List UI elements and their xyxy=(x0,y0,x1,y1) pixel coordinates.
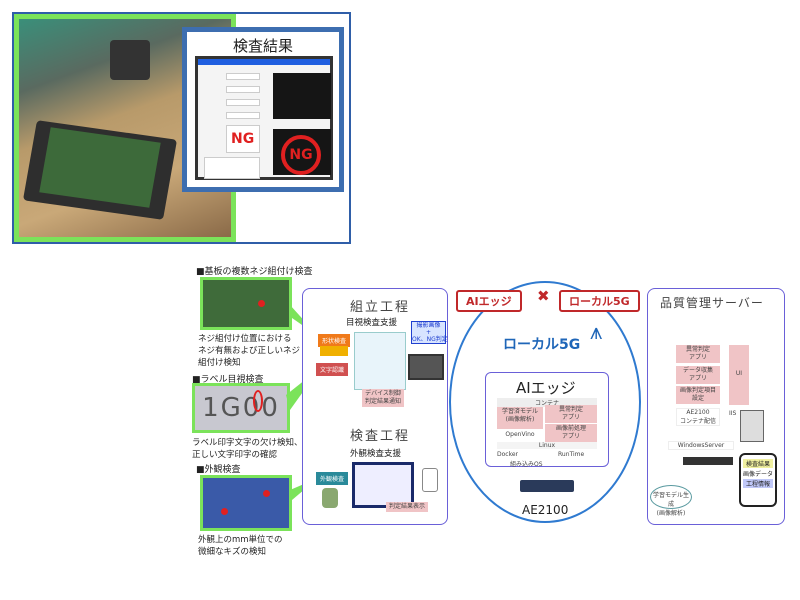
inspection-caption: ラベル印字文字の欠け検知、正しい文字印字の確認 xyxy=(192,438,303,460)
inspection-caption: ネジ組付け位置におけるネジ有無および正しいネジ組付け検知 xyxy=(198,334,301,368)
field xyxy=(226,73,260,80)
inspection-caption: 外観上のmm単位での微細なキズの検知 xyxy=(198,535,283,557)
camera-stand-icon xyxy=(422,468,438,492)
container-label: コンテナ xyxy=(497,398,597,407)
monitor-icon xyxy=(408,354,444,380)
defect-marker xyxy=(258,300,265,307)
appearance-inspection-image xyxy=(200,475,292,531)
field xyxy=(226,99,260,106)
text-recognition-tag: 文字認識 xyxy=(316,363,349,376)
screw-inspection-image xyxy=(200,277,292,330)
sensor-icon xyxy=(320,346,348,356)
docker-label: Docker xyxy=(497,451,519,458)
image-settings-box: 画像判定項目設定 xyxy=(676,386,720,404)
appearance-inspection-tag: 外観検査 xyxy=(316,472,349,485)
ui-box: UI xyxy=(729,345,749,405)
shape-inspection-tag: 形状検査 xyxy=(318,334,351,347)
defect-marker xyxy=(221,508,228,515)
result-display-box: 判定結果表示 xyxy=(386,502,429,512)
router-icon xyxy=(520,480,574,492)
db-process-info: 工程情報 xyxy=(743,479,773,488)
field xyxy=(226,112,260,119)
server-anomaly-app: 異常判定アプリ xyxy=(676,345,720,363)
openvino-label: OpenVino xyxy=(505,431,535,438)
db-inspection-results: 検査結果 xyxy=(743,459,773,468)
data-collection-app: データ収集アプリ xyxy=(676,366,720,384)
label-inspection-image: 1G00 xyxy=(192,383,290,433)
defect-marker xyxy=(263,490,270,497)
embedded-os-label: 組み込みOS xyxy=(510,461,543,468)
local5g-label: ローカル5G xyxy=(503,337,581,353)
anomaly-app-box: 異常判定アプリ xyxy=(545,405,597,423)
defect-marker xyxy=(253,390,263,412)
runtime-label: RunTime xyxy=(558,451,585,458)
inspection-rig-icon xyxy=(354,332,406,390)
visual-support-label: 目視検査支援 xyxy=(346,318,398,328)
server-tower-icon xyxy=(740,410,764,442)
field xyxy=(226,86,260,93)
ai-edge-header: AIエッジ xyxy=(456,290,522,312)
device-label: AE2100 xyxy=(522,503,569,517)
cross-icon: ✖ xyxy=(537,287,550,305)
trained-model-box: 学習済モデル(画像解析) xyxy=(497,407,543,429)
screen-title: 検査結果 xyxy=(232,37,293,55)
inspection-result-screen: 検査結果 NG NG xyxy=(182,27,344,192)
capture-judgement-box: 撮影画像+OK、NG判定 xyxy=(411,321,448,344)
ng-box xyxy=(226,125,260,153)
db-image-data: 画像データ xyxy=(743,469,774,478)
ng-stamp: NG xyxy=(281,135,321,175)
camera-icon xyxy=(110,40,150,80)
antenna-tower-icon: ⩚ xyxy=(590,320,603,345)
board-image-top xyxy=(273,73,331,119)
windows-server-label: WindowsServer xyxy=(668,441,734,450)
assembly-title: 組立工程 xyxy=(350,300,411,315)
inspection-title: ■外観検査 xyxy=(196,465,241,475)
iis-label: IIS xyxy=(729,410,737,417)
rack-server-icon xyxy=(683,457,733,465)
ai-edge-title: AIエッジ xyxy=(516,379,576,397)
local5g-header: ローカル5G xyxy=(559,290,640,312)
database-icon: 検査結果 画像データ 工程情報 xyxy=(739,453,777,507)
window-titlebar xyxy=(198,59,330,65)
ng-label: NG xyxy=(231,131,255,147)
inspection-title: ■ラベル目視検査 xyxy=(192,375,264,385)
result-window: NG NG xyxy=(195,56,333,180)
inspection-title: ■基板の複数ネジ組付け検査 xyxy=(196,267,313,277)
inspection-process-title: 検査工程 xyxy=(350,429,411,444)
model-generation-ellipse: 学習モデル生成(画像解析) xyxy=(650,485,692,517)
worker-icon xyxy=(322,488,338,508)
device-control-box: デバイス制御判定結果通知 xyxy=(362,389,405,407)
appearance-support-label: 外観検査支援 xyxy=(350,449,402,459)
preprocess-app-box: 画像前処理アプリ xyxy=(545,424,597,442)
worker-photo xyxy=(352,462,414,508)
server-title: 品質管理サーバー xyxy=(660,296,764,310)
notes-field xyxy=(204,157,260,179)
linux-label: Linux xyxy=(497,442,597,449)
